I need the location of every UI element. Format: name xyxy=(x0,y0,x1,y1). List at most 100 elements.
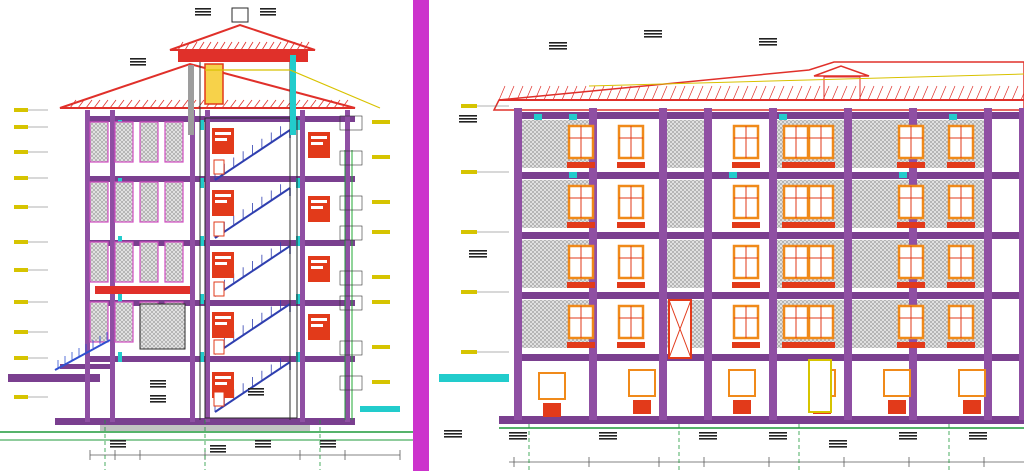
cyan-marker xyxy=(899,172,907,178)
note-text-line xyxy=(248,394,264,396)
note-text-line xyxy=(210,448,226,450)
tower-rafter xyxy=(240,41,247,51)
elevation-rafter xyxy=(939,85,947,101)
elevation-rafter xyxy=(687,85,695,101)
window-glazing xyxy=(139,241,159,283)
note-text-line xyxy=(195,11,211,13)
cyan-joint-marker xyxy=(200,178,204,188)
column xyxy=(190,110,195,422)
note-text-line xyxy=(469,253,487,255)
note-text-line xyxy=(599,435,617,437)
annotation-box xyxy=(339,150,363,166)
elevation-rafter xyxy=(840,85,848,101)
window-glazing xyxy=(114,301,134,343)
roof-rafter xyxy=(173,99,181,109)
cyan-joint-marker xyxy=(296,120,300,130)
note-text-line xyxy=(899,435,917,437)
level-marker-icon xyxy=(14,356,28,360)
elevation-column xyxy=(659,108,667,420)
window-glazing xyxy=(139,181,159,223)
note-text-line xyxy=(248,391,264,393)
ground-room-tag xyxy=(888,400,906,414)
elevation-rafter xyxy=(903,85,911,101)
note-text-line xyxy=(644,30,662,32)
level-marker-icon xyxy=(372,200,390,204)
window-label xyxy=(732,162,760,168)
cyan-joint-marker xyxy=(296,178,300,188)
elevation-rafter xyxy=(570,85,578,101)
level-marker-icon xyxy=(372,230,390,234)
cyan-marker xyxy=(534,114,542,120)
window-glazing xyxy=(114,121,134,163)
note-text-line xyxy=(769,438,787,440)
elevation-rafter xyxy=(498,85,506,101)
cyan-joint-marker xyxy=(200,352,204,362)
level-marker-icon xyxy=(14,330,28,334)
window-label xyxy=(567,222,595,228)
glazing-bay xyxy=(667,240,704,288)
column xyxy=(345,110,350,422)
level-marker-icon xyxy=(14,176,28,180)
door-swing xyxy=(668,299,692,359)
stair-well xyxy=(204,117,298,419)
elevation-column xyxy=(514,108,522,420)
level-marker-icon xyxy=(461,104,477,108)
ground-opening xyxy=(728,369,756,397)
note-text-line xyxy=(110,446,126,448)
note-text-line xyxy=(469,250,487,252)
tower-roof-band xyxy=(178,50,308,62)
level-marker-icon xyxy=(461,230,477,234)
ground-opening xyxy=(958,369,986,397)
window-label xyxy=(782,342,810,348)
tower-rafter xyxy=(282,41,289,51)
note-text-line xyxy=(320,440,336,442)
note-text-line xyxy=(509,435,527,437)
room-tag-text xyxy=(311,200,327,203)
window-glazing xyxy=(164,241,184,283)
note-text-line xyxy=(769,435,787,437)
roof-rafter xyxy=(325,99,333,109)
elevation-rafter xyxy=(885,85,893,101)
elevation-rafter xyxy=(750,85,758,101)
window-label xyxy=(567,342,595,348)
note-text-line xyxy=(549,48,567,50)
note-text-line xyxy=(130,61,146,63)
window-glazing xyxy=(89,181,109,223)
floor-slab xyxy=(85,240,355,246)
door-opening xyxy=(213,281,225,297)
elevation-rafter xyxy=(633,85,641,101)
note-text-line xyxy=(969,432,987,434)
level-marker-icon xyxy=(372,345,390,349)
note-text-line xyxy=(130,58,146,60)
window-glazing xyxy=(89,301,109,343)
roof-rafter xyxy=(277,99,285,109)
annotation-box xyxy=(339,295,363,311)
level-marker-icon xyxy=(372,155,390,159)
note-text-line xyxy=(130,64,146,66)
level-marker-icon xyxy=(372,380,390,384)
level-marker-icon xyxy=(14,125,28,129)
room-tag-text xyxy=(215,316,231,319)
level-marker-icon xyxy=(461,170,477,174)
roof-rafter xyxy=(197,99,205,109)
window-glazing xyxy=(114,181,134,223)
note-text-line xyxy=(248,388,264,390)
ground-opening xyxy=(628,369,656,397)
note-text-line xyxy=(444,433,462,435)
cyan-joint-marker xyxy=(118,236,122,246)
elevation-column xyxy=(769,108,777,420)
note-text-line xyxy=(644,36,662,38)
glazing-bay xyxy=(667,120,704,168)
note-text-line xyxy=(444,436,462,438)
note-text-line xyxy=(195,14,211,16)
right-elevation-drawing xyxy=(439,30,1024,470)
note-text-line xyxy=(459,121,477,123)
elevation-rafter xyxy=(543,85,551,101)
room-tag-text xyxy=(215,200,227,203)
note-text-line xyxy=(759,41,777,43)
cyan-joint-marker xyxy=(296,294,300,304)
note-text-line xyxy=(759,44,777,46)
floor-slab xyxy=(85,176,355,182)
note-text-line xyxy=(699,432,717,434)
roof-rafter xyxy=(301,99,309,109)
